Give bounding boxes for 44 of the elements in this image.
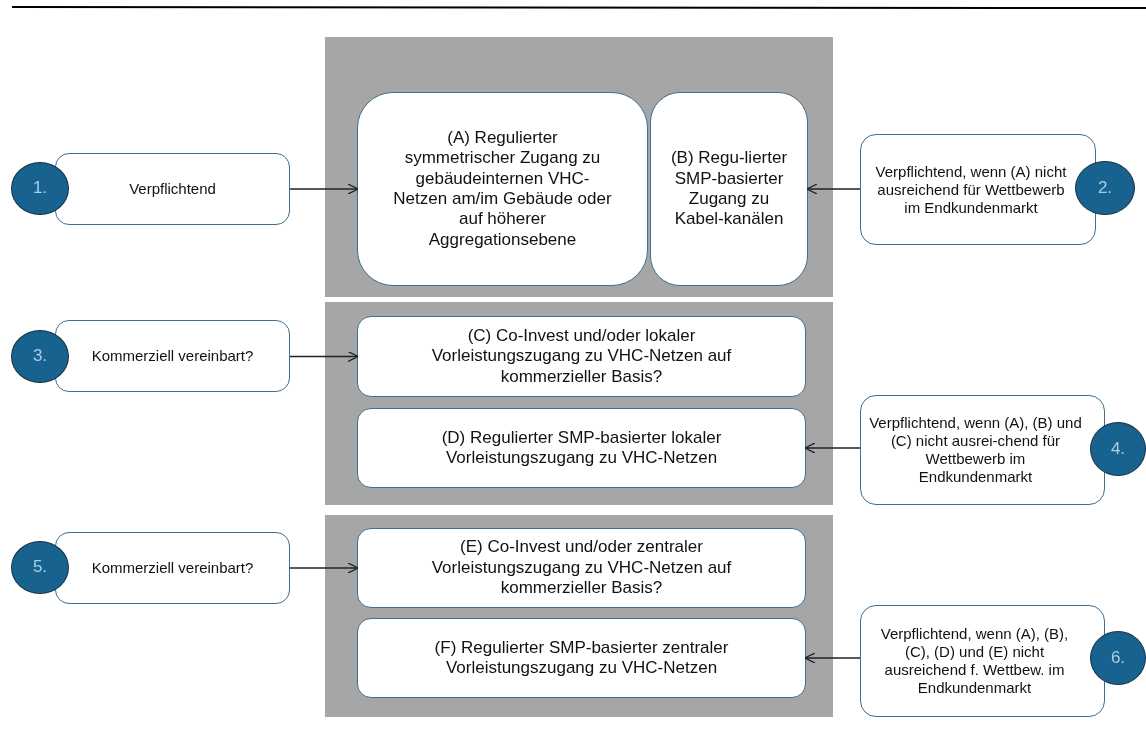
box-text: (B) Regu-lierter SMP-basierter Zugang zu Kabel-kanälen: [669, 148, 789, 230]
rounded-box: [55, 320, 290, 392]
number-circle: [1090, 631, 1146, 685]
number-circle: [1090, 422, 1146, 476]
rounded-box: [55, 532, 290, 604]
box-text: Verpflichtend: [129, 180, 216, 198]
rounded-box: [357, 408, 806, 488]
box-text: (A) Regulierter symmetrischer Zugang zu gebäudeinternen VHC-Netzen am/im Gebäude oder auf höherer Aggregationsebene: [392, 127, 613, 251]
rounded-box: [357, 92, 648, 286]
arrow: [806, 183, 861, 195]
number-circle: [11, 162, 69, 215]
panel-background: [325, 515, 833, 717]
number-circle: [11, 330, 69, 383]
box-text: (C) Co-Invest und/oder lokaler Vorleistungszugang zu VHC-Netzen auf kommerzieller Basis?: [430, 325, 733, 388]
step-number: 3.: [32, 346, 48, 367]
step-number: 4.: [1110, 438, 1126, 460]
rounded-box: [55, 153, 290, 225]
step-number: 1.: [32, 178, 48, 199]
rounded-box: [357, 528, 806, 608]
step-number: 5.: [32, 557, 48, 578]
box-text: Kommerziell vereinbart?: [91, 347, 254, 365]
rounded-box: [860, 395, 1105, 505]
box-text: (D) Regulierter SMP-basierter lokaler Vorleistungszugang zu VHC-Netzen: [440, 427, 723, 469]
step-number: 2.: [1097, 177, 1113, 199]
box-text: Verpflichtend, wenn (A), (B), (C), (D) und (E) nicht ausreichend f. Wettbew. im Endkundenmarkt: [879, 625, 1070, 697]
arrow: [804, 442, 861, 454]
box-text: Verpflichtend, wenn (A), (B) und (C) nicht ausrei-chend für Wettbewerb im Endkundenmarkt: [869, 414, 1082, 486]
rounded-box: [357, 618, 806, 698]
box-text: Verpflichtend, wenn (A) nicht ausreichend für Wettbewerb im Endkundenmarkt: [874, 162, 1068, 217]
panel-background: [325, 302, 833, 505]
step-number: 6.: [1110, 647, 1126, 669]
arrow: [289, 350, 359, 363]
box-text: (F) Regulierter SMP-basierter zentraler Vorleistungszugang zu VHC-Netzen: [433, 637, 730, 679]
arrow: [804, 652, 861, 664]
rounded-box: [650, 92, 808, 286]
rounded-box: [357, 316, 806, 397]
rounded-box: [860, 605, 1105, 717]
arrow: [289, 562, 359, 574]
number-circle: [11, 541, 69, 594]
box-text: (E) Co-Invest und/oder zentraler Vorleistungszugang zu VHC-Netzen auf kommerzieller Basis?: [430, 537, 733, 599]
arrow: [289, 183, 359, 195]
rounded-box: [860, 134, 1096, 245]
box-text: Kommerziell vereinbart?: [91, 559, 254, 577]
panel-background: [325, 37, 833, 297]
